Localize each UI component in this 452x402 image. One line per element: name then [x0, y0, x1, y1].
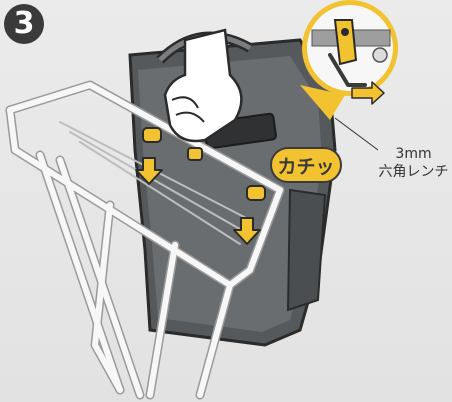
rear-rack	[5, 80, 285, 400]
tool-size-text: 3mm	[395, 146, 432, 162]
tool-leader-line	[334, 117, 379, 151]
right-arrow-icon	[351, 81, 385, 105]
down-arrow-icon	[233, 217, 261, 245]
tool-label: 3mm 六角レンチ	[375, 145, 452, 181]
rail-clip-front	[142, 127, 162, 143]
rail-clip-rear	[246, 185, 266, 201]
tool-name-text: 六角レンチ	[378, 164, 449, 180]
detail-inset	[300, 0, 398, 120]
down-arrow-icons	[135, 157, 261, 245]
rail-clips	[142, 127, 266, 201]
down-arrow-icon	[135, 157, 163, 185]
step-number-badge: 3	[4, 4, 44, 44]
click-sound-callout: カチッ	[270, 147, 342, 183]
hex-wrench-icon	[328, 53, 367, 87]
hand-illustration	[163, 28, 243, 143]
